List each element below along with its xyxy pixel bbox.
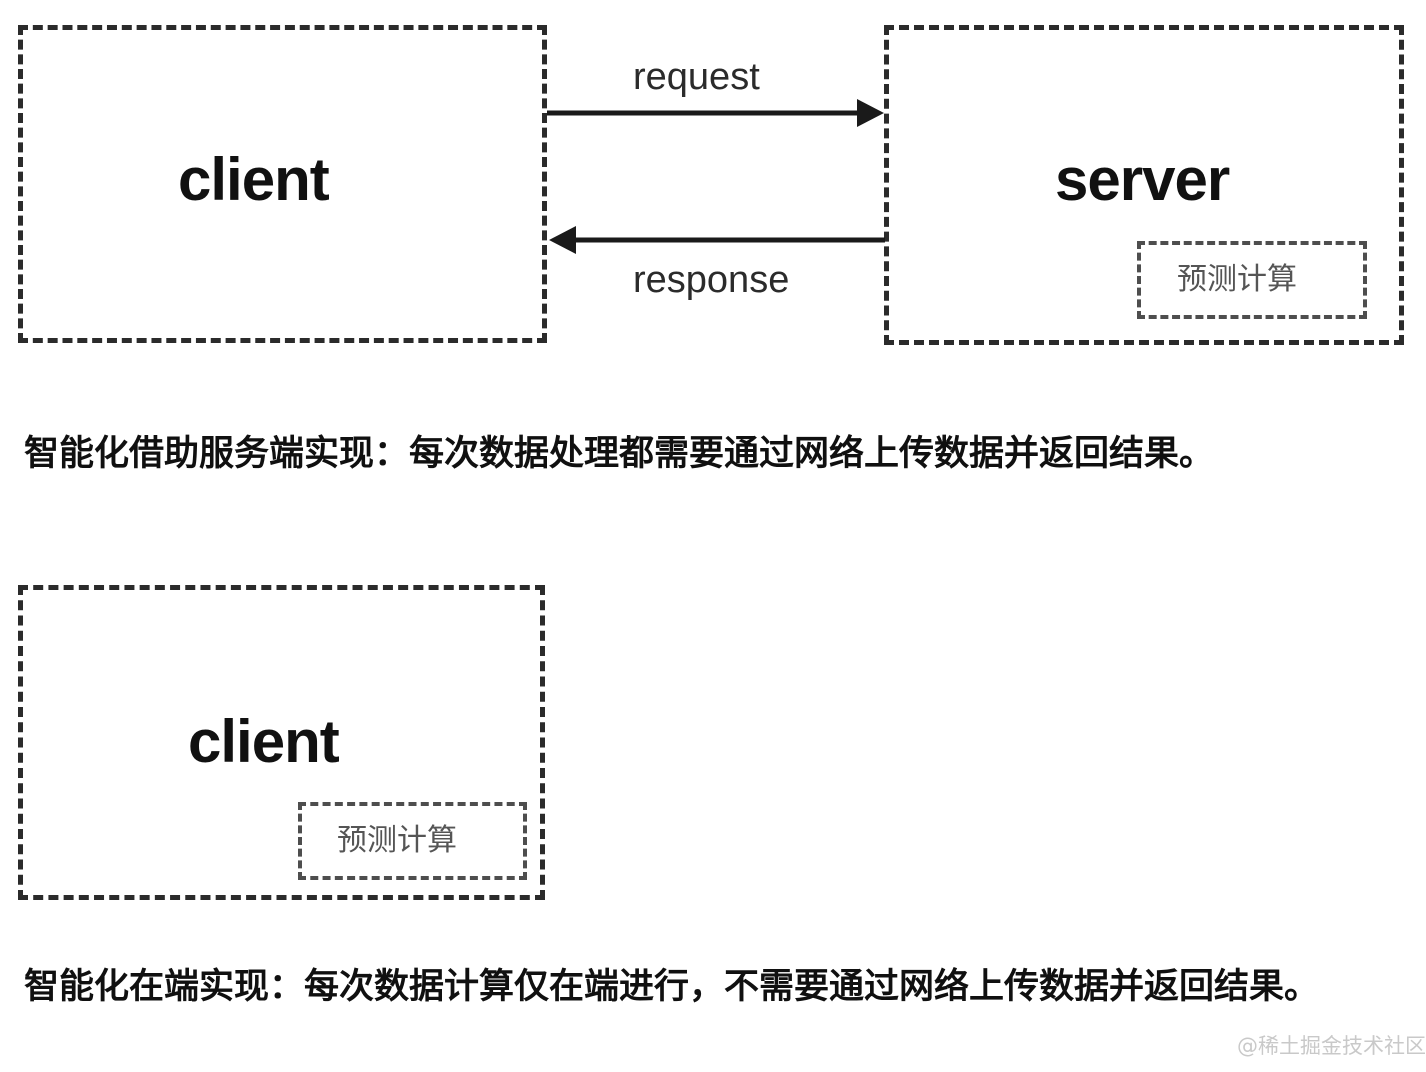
top-client-box [18,25,547,343]
bottom-caption: 智能化在端实现：每次数据计算仅在端进行，不需要通过网络上传数据并返回结果。 [24,967,1320,1007]
top-caption: 智能化借助服务端实现：每次数据处理都需要通过网络上传数据并返回结果。 [24,434,1215,474]
bottom-client-box [18,585,545,900]
server-inner-compute-box [1137,241,1367,319]
bottom-client-label: client [188,708,340,775]
request-label: request [633,56,760,98]
server-inner-compute-label: 预测计算 [1177,262,1297,297]
top-client-label: client [178,146,330,213]
top-server-box [884,25,1404,345]
response-arrow [549,226,885,254]
watermark: @稀土掘金技术社区 [1237,1034,1426,1058]
response-label: response [633,259,790,301]
client-inner-compute-label: 预测计算 [337,823,457,858]
request-arrow [547,99,884,127]
top-server-label: server [1055,146,1230,213]
client-inner-compute-box [298,802,527,880]
